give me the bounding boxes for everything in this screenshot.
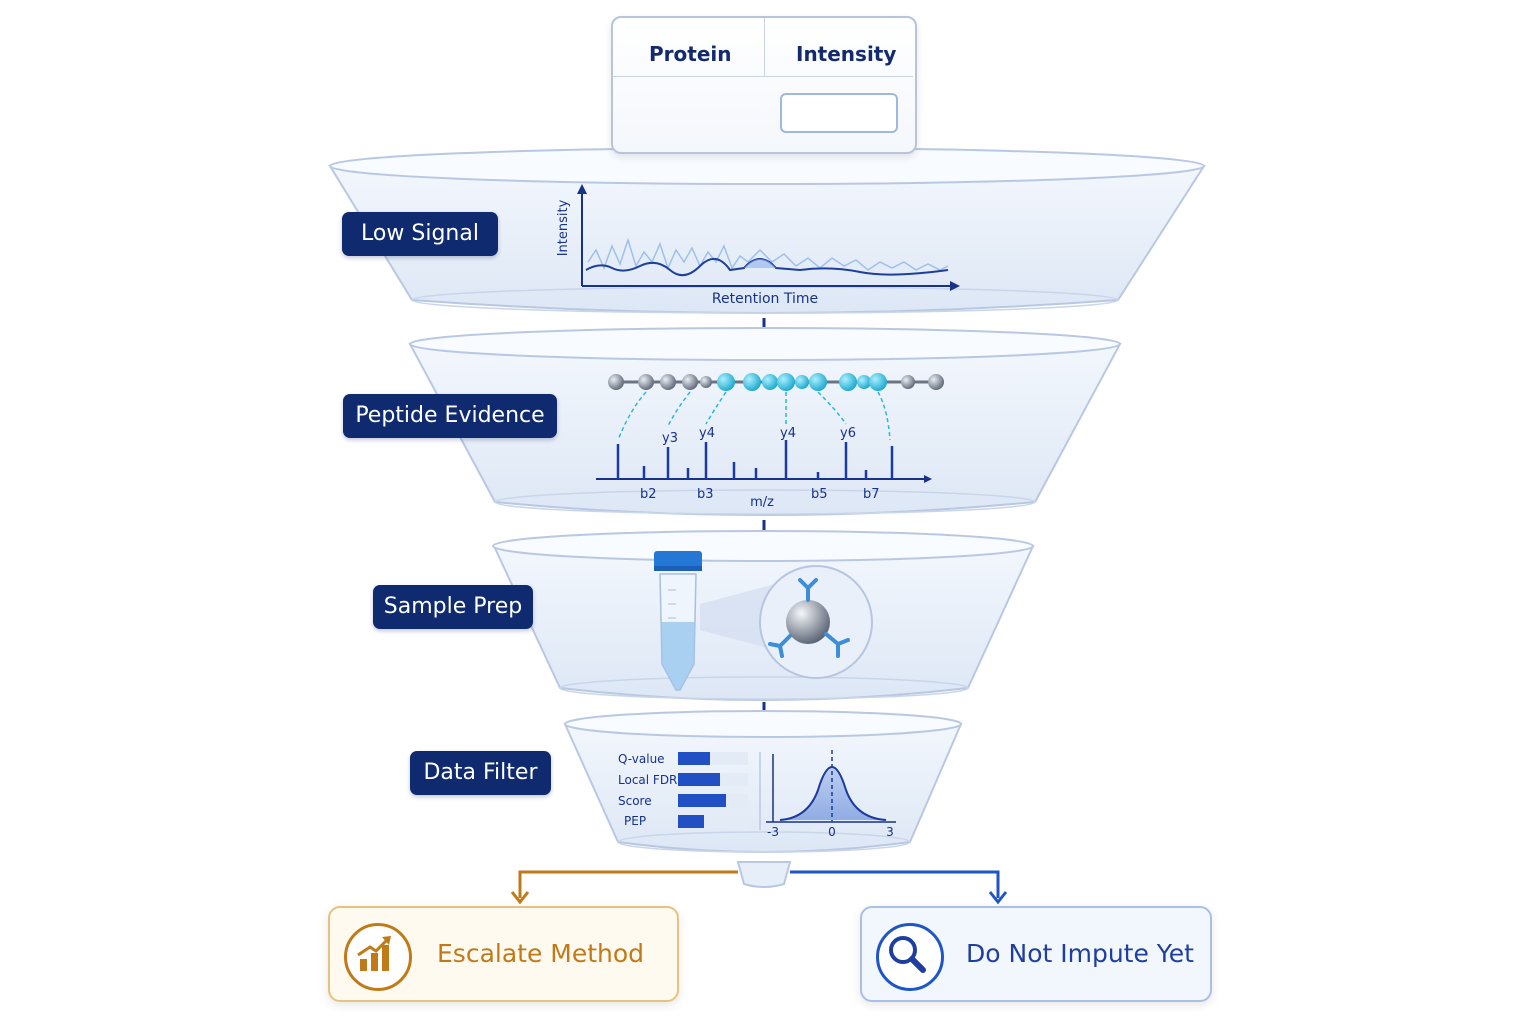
protein-column-header: Protein — [649, 42, 732, 66]
arrow-to-do-not-impute — [790, 870, 1008, 905]
stage-label-low-signal: Low Signal — [342, 212, 498, 256]
intensity-value-field[interactable] — [780, 93, 898, 133]
b-ion-label: b3 — [697, 487, 714, 502]
protein-intensity-table: Protein Intensity — [611, 16, 917, 154]
b-ion-label: b2 — [640, 487, 657, 502]
axis-tick-label: 3 — [886, 825, 894, 839]
funnel-tier-1 — [328, 147, 1206, 314]
y-ion-label: y6 — [840, 426, 856, 441]
stage-label-data-filter: Data Filter — [410, 751, 551, 795]
b-ion-label: b5 — [811, 487, 828, 502]
spectrum-xlabel: m/z — [750, 495, 774, 510]
metric-label: Score — [618, 794, 652, 808]
metric-label: Q-value — [618, 752, 665, 766]
bar-chart-trend-icon — [344, 923, 412, 991]
chromatogram: Intensity Retention Time — [556, 184, 960, 307]
header-divider — [613, 76, 913, 77]
metric-bars: Q-value Local FDR Score PEP — [618, 752, 748, 828]
magnifier-icon — [876, 923, 944, 991]
peptide-chain — [608, 373, 944, 441]
stage-label-sample-prep: Sample Prep — [373, 585, 533, 629]
stage-label-peptide-evidence: Peptide Evidence — [343, 394, 557, 438]
sample-tube-icon — [654, 551, 702, 691]
axis-tick-label: -3 — [767, 825, 779, 839]
metric-label: PEP — [624, 814, 646, 828]
y-ion-label: y4 — [780, 426, 796, 441]
y-ion-label: y4 — [699, 426, 715, 441]
antibody-bead-icon — [759, 565, 873, 679]
distribution-curve: -3 0 3 — [766, 750, 896, 839]
b-ion-label: b7 — [863, 487, 880, 502]
arrow-to-escalate — [510, 870, 738, 905]
escalate-method-box[interactable]: Escalate Method — [328, 906, 679, 1002]
funnel-tier-2 — [408, 327, 1122, 516]
ms2-spectrum: y3 y4 y4 y6 b2 b3 b5 b7 m/z — [596, 426, 932, 510]
y-ion-label: y3 — [662, 431, 678, 446]
do-not-impute-label: Do Not Impute Yet — [966, 939, 1194, 968]
chromatogram-ylabel: Intensity — [556, 199, 571, 256]
intensity-column-header: Intensity — [796, 42, 897, 66]
funnel-spout — [736, 861, 792, 888]
axis-tick-label: 0 — [828, 825, 836, 839]
metric-label: Local FDR — [618, 773, 677, 787]
escalate-method-label: Escalate Method — [437, 939, 645, 968]
column-divider — [764, 18, 765, 76]
chromatogram-xlabel: Retention Time — [712, 291, 818, 307]
do-not-impute-box[interactable]: Do Not Impute Yet — [860, 906, 1212, 1002]
